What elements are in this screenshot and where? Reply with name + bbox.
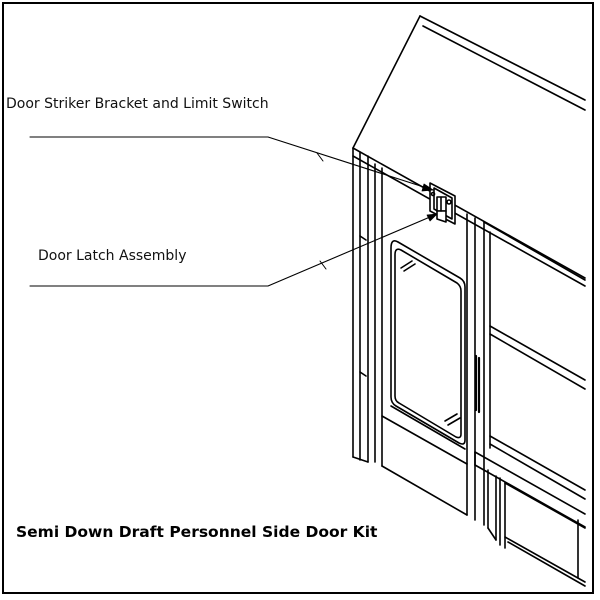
base-sill bbox=[474, 451, 586, 587]
diagram-frame bbox=[2, 2, 594, 594]
right-wall-panels bbox=[483, 221, 586, 500]
latch-assembly-callout-label: Door Latch Assembly bbox=[38, 248, 187, 264]
door-window bbox=[381, 240, 468, 465]
leader-line-latch bbox=[29, 213, 438, 287]
left-wall-post bbox=[352, 147, 369, 463]
roof-panel bbox=[352, 15, 586, 287]
striker-bracket-hardware bbox=[429, 182, 456, 225]
striker-bracket-callout-label: Door Striker Bracket and Limit Switch bbox=[6, 96, 269, 112]
leader-line-striker bbox=[29, 136, 434, 192]
door-handle bbox=[474, 354, 481, 414]
diagram-caption: Semi Down Draft Personnel Side Door Kit bbox=[16, 523, 378, 541]
